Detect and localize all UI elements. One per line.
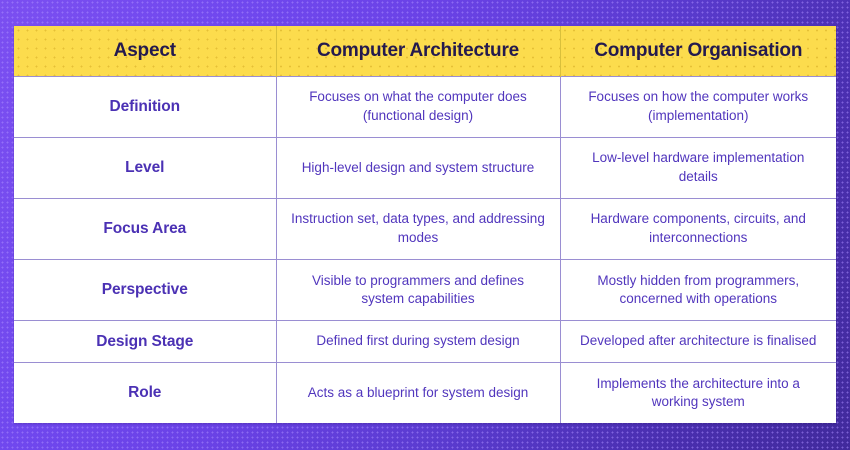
comparison-table-card: Aspect Computer Architecture Computer Or… [14, 26, 836, 423]
table-row: Role Acts as a blueprint for system desi… [14, 361, 836, 423]
cell-organisation: Focuses on how the computer works (imple… [560, 75, 836, 138]
cell-aspect: Perspective [14, 258, 277, 321]
cell-organisation: Developed after architecture is finalise… [560, 320, 836, 363]
table-header: Aspect Computer Architecture Computer Or… [14, 26, 836, 76]
cell-organisation: Hardware components, circuits, and inter… [560, 197, 836, 260]
cell-organisation: Mostly hidden from programmers, concerne… [560, 258, 836, 321]
table-row: Design Stage Defined first during system… [14, 320, 836, 363]
cell-organisation: Low-level hardware implementation detail… [560, 136, 836, 199]
cell-architecture: Instruction set, data types, and address… [276, 197, 561, 260]
column-header-computer-architecture: Computer Architecture [276, 26, 561, 76]
comparison-table: Aspect Computer Architecture Computer Or… [14, 26, 836, 423]
cell-aspect: Role [14, 361, 277, 423]
cell-aspect: Level [14, 136, 277, 199]
cell-architecture: Defined first during system design [276, 320, 561, 363]
cell-architecture: Focuses on what the computer does (funct… [276, 75, 561, 138]
table-header-row: Aspect Computer Architecture Computer Or… [14, 26, 836, 76]
cell-aspect: Design Stage [14, 320, 277, 363]
cell-aspect: Definition [14, 75, 277, 138]
cell-architecture: Visible to programmers and defines syste… [276, 258, 561, 321]
cell-architecture: Acts as a blueprint for system design [276, 361, 561, 423]
table-row: Perspective Visible to programmers and d… [14, 258, 836, 321]
column-header-aspect: Aspect [14, 26, 277, 76]
table-row: Definition Focuses on what the computer … [14, 75, 836, 138]
table-body: Definition Focuses on what the computer … [14, 75, 836, 423]
cell-organisation: Implements the architecture into a worki… [560, 361, 836, 423]
cell-aspect: Focus Area [14, 197, 277, 260]
cell-architecture: High-level design and system structure [276, 136, 561, 199]
table-row: Level High-level design and system struc… [14, 136, 836, 199]
table-row: Focus Area Instruction set, data types, … [14, 197, 836, 260]
column-header-computer-organisation: Computer Organisation [560, 26, 836, 76]
